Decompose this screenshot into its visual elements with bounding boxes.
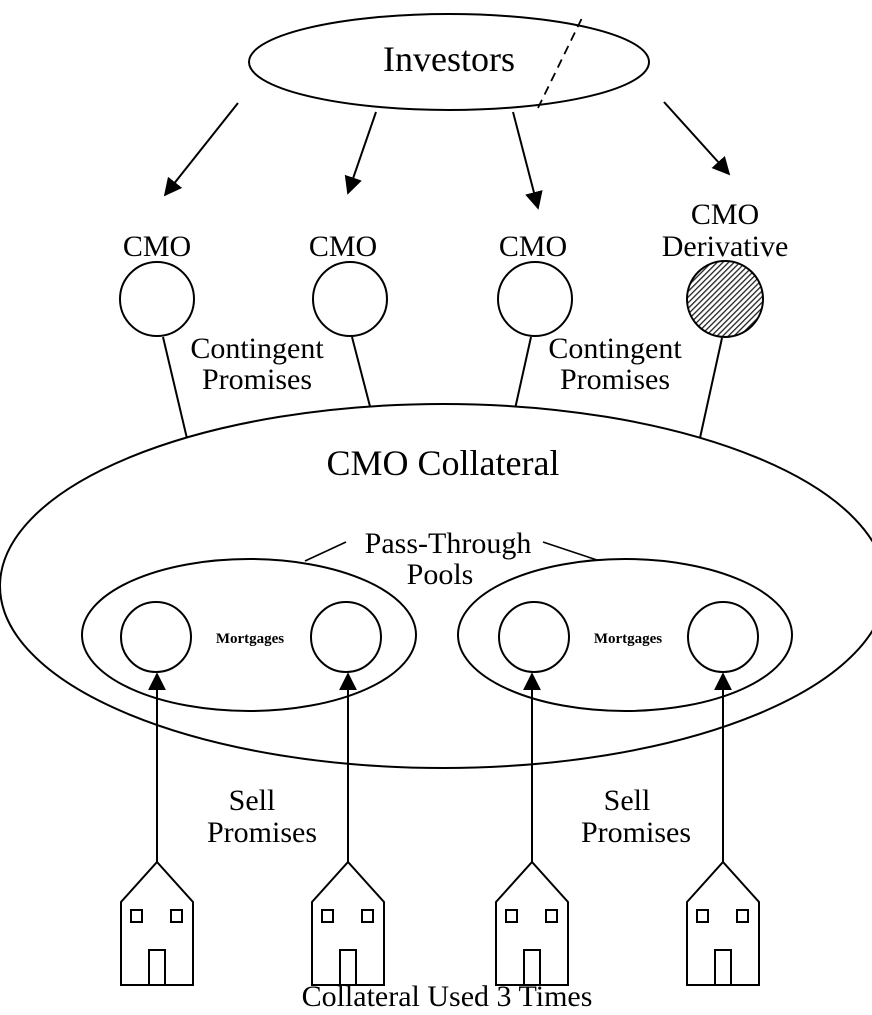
pools-leader-left <box>304 541 347 562</box>
house-icon <box>686 860 760 986</box>
security-cmo-2: CMO <box>309 230 388 337</box>
mortgage-label: Mortgages <box>594 631 662 647</box>
contingent-line-3 <box>512 336 532 419</box>
investors-node: Investors <box>248 13 650 111</box>
sell-arrows <box>148 672 732 862</box>
investor-arrows <box>163 101 731 210</box>
house-icon <box>311 860 385 986</box>
pools-leader-right <box>542 541 601 562</box>
mortgage-circle <box>687 601 759 673</box>
mortgage-label: Mortgages <box>216 631 284 647</box>
contingent-line-4 <box>697 337 723 448</box>
sell-label-line-2: Promises <box>581 816 691 849</box>
shaded-derivative-circle <box>686 260 764 338</box>
contingent-line-2 <box>351 336 374 419</box>
mortgage-circle <box>120 601 192 673</box>
pass-through-pools: Pass-Through Pools <box>304 527 601 591</box>
sell-label-line-1: Sell <box>604 784 651 817</box>
investors-divider <box>537 17 583 109</box>
contingent-label-right: Contingent Promises <box>548 332 682 396</box>
pools-label-line-1: Pass-Through <box>365 527 532 560</box>
security-cmo-3: CMO <box>497 230 573 337</box>
arrow-to-cmo-2 <box>344 111 377 195</box>
sell-label-line-2: Promises <box>207 816 317 849</box>
contingent-label-line-2: Promises <box>202 363 312 396</box>
pools-label-line-2: Pools <box>407 558 474 591</box>
security-label-line-1: CMO <box>691 198 759 231</box>
contingent-label-line-1: Contingent <box>548 332 682 365</box>
sell-label-right: Sell Promises <box>581 784 691 849</box>
contingent-label-line-1: Contingent <box>190 332 324 365</box>
security-label: CMO <box>499 230 567 263</box>
contingent-line-1 <box>162 336 190 448</box>
security-label: CMO <box>123 230 191 263</box>
contingent-label-line-2: Promises <box>560 363 670 396</box>
contingent-lines <box>162 336 723 448</box>
security-label-line-2: Derivative <box>662 230 789 263</box>
arrow-to-cmo-1 <box>163 102 239 197</box>
security-cmo-1: CMO <box>119 230 195 337</box>
arrow-to-cmo-derivative <box>663 101 731 176</box>
security-label: CMO <box>309 230 377 263</box>
security-cmo-derivative: CMO Derivative <box>662 198 789 338</box>
pool-left: Mortgages <box>81 558 417 712</box>
sell-label-left: Sell Promises <box>207 784 317 849</box>
sell-label-line-1: Sell <box>229 784 276 817</box>
pool-right: Mortgages <box>457 558 793 712</box>
mortgage-circle <box>498 601 570 673</box>
contingent-label-left: Contingent Promises <box>190 332 324 396</box>
collateral-label: CMO Collateral <box>327 443 560 483</box>
arrow-to-cmo-3 <box>512 111 543 210</box>
mortgage-circle <box>310 601 382 673</box>
footer-caption: Collateral Used 3 Times <box>302 980 593 1013</box>
investors-label: Investors <box>383 39 515 79</box>
house-icon <box>120 860 194 986</box>
house-icon <box>495 860 569 986</box>
